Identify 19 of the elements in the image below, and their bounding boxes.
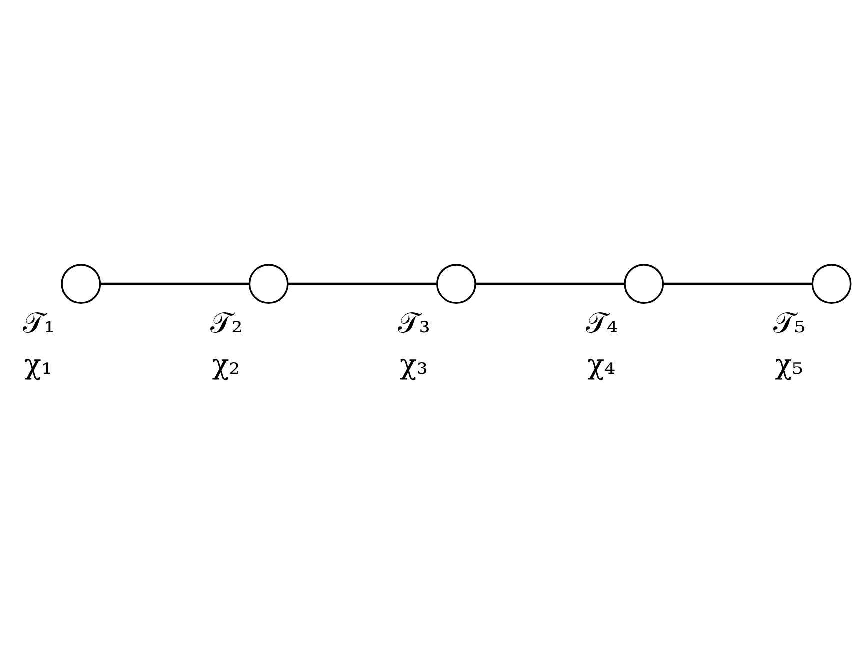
node-circle xyxy=(61,264,102,304)
connector xyxy=(664,282,812,285)
node-label: 𝒯₃ xyxy=(398,306,430,339)
node-label: 𝒯₁ xyxy=(22,306,56,339)
connector xyxy=(476,282,624,285)
connector xyxy=(100,282,250,285)
node-circle xyxy=(436,264,476,304)
node-circle xyxy=(812,264,852,304)
node-label: χ₁ xyxy=(24,348,53,381)
node-label: 𝒯₅ xyxy=(774,306,806,339)
node-label: χ₅ xyxy=(775,348,804,381)
node-label: χ₄ xyxy=(588,348,616,381)
node-label: 𝒯₂ xyxy=(210,306,243,339)
node-label: χ₂ xyxy=(212,348,240,381)
node-circle xyxy=(624,264,664,304)
node-label: χ₃ xyxy=(400,348,428,381)
node-label: 𝒯₄ xyxy=(586,306,618,339)
connector xyxy=(288,282,437,285)
node-circle xyxy=(248,264,289,304)
